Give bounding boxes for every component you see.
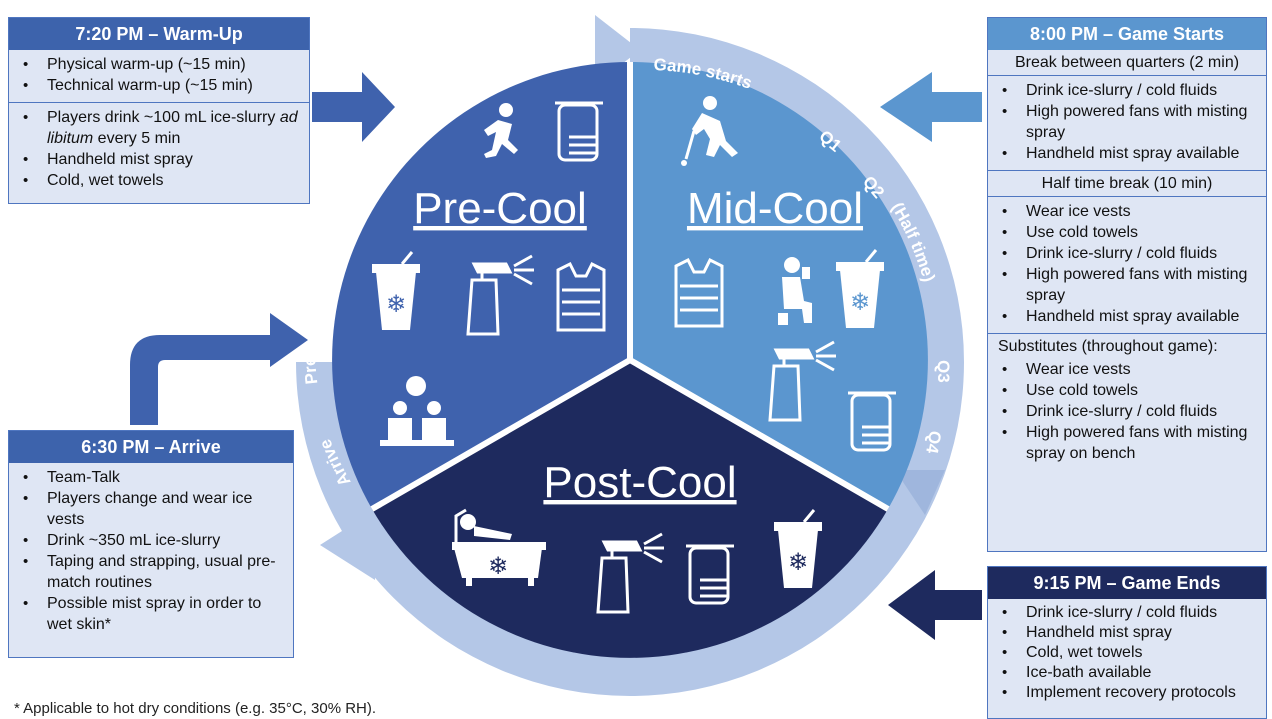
arrive-title: 6:30 PM – Arrive — [9, 431, 293, 463]
substitutes-list: Wear ice vests Use cold towels Drink ice… — [988, 359, 1266, 470]
game-ends-list: Drink ice-slurry / cold fluids Handheld … — [988, 599, 1266, 709]
hockey-player-icon — [681, 96, 738, 166]
svg-text:❄: ❄ — [788, 548, 808, 576]
team-talk-icon — [380, 376, 454, 446]
list-item: Wear ice vests — [988, 201, 1260, 222]
spray-bottle-icon — [596, 532, 664, 614]
cup-icon: ❄ — [836, 249, 884, 328]
game-starts-box: 8:00 PM – Game Starts Break between quar… — [987, 17, 1267, 552]
list-item: Handheld mist spray available — [988, 143, 1260, 164]
list-item: Use cold towels — [988, 222, 1260, 243]
half-time-list: Wear ice vests Use cold towels Drink ice… — [988, 197, 1266, 333]
ring-arrow-right — [895, 470, 945, 515]
spray-bottle-icon — [466, 254, 534, 336]
game-ends-title: 9:15 PM – Game Ends — [988, 567, 1266, 599]
cup-icon: ❄ — [774, 509, 822, 588]
list-item: Physical warm-up (~15 min) — [9, 54, 303, 75]
towel-icon — [848, 391, 896, 452]
drinking-person-icon — [778, 257, 812, 325]
ring-label-pre-cool-left: Pre-cool — [300, 314, 321, 385]
list-item: Taping and strapping, usual pre-match ro… — [9, 551, 287, 593]
post-cool-sector — [372, 360, 888, 658]
post-cool-label: Post-Cool — [543, 458, 736, 507]
half-time-heading: Half time break (10 min) — [988, 171, 1266, 196]
towel-icon — [555, 101, 603, 162]
warm-up-box: 7:20 PM – Warm-Up Physical warm-up (~15 … — [8, 17, 310, 204]
list-item: High powered fans with misting spray on … — [988, 422, 1260, 464]
warm-up-list-b: Players drink ~100 mL ice-slurry ad libi… — [9, 103, 309, 197]
svg-text:❄: ❄ — [488, 552, 508, 580]
mid-cool-label: Mid-Cool — [687, 184, 863, 233]
ring-label-q3: Q3 — [934, 360, 953, 383]
ice-vest-icon — [674, 257, 724, 328]
list-item: Ice-bath available — [988, 663, 1260, 683]
ice-vest-icon — [556, 261, 606, 332]
quarters-break-list: Drink ice-slurry / cold fluids High powe… — [988, 76, 1266, 170]
svg-text:❄: ❄ — [386, 290, 406, 318]
list-item: Drink ice-slurry / cold fluids — [988, 603, 1260, 623]
list-item: Handheld mist spray available — [988, 306, 1260, 327]
pre-cool-sector — [332, 62, 630, 509]
arrow-arrive-to-pre-cool — [130, 313, 308, 425]
game-ends-box: 9:15 PM – Game Ends Drink ice-slurry / c… — [987, 566, 1267, 719]
list-item: High powered fans with misting spray — [988, 264, 1260, 306]
svg-text:❄: ❄ — [850, 288, 870, 316]
list-item: Cold, wet towels — [988, 643, 1260, 663]
ring-label-q4: Q4 — [922, 429, 945, 455]
list-item: High powered fans with misting spray — [988, 101, 1260, 143]
warm-up-title: 7:20 PM – Warm-Up — [9, 18, 309, 50]
list-item: Drink ~350 mL ice-slurry — [9, 530, 287, 551]
list-item: Players change and wear ice vests — [9, 488, 287, 530]
ring-arrow-left — [320, 510, 375, 580]
list-item: Implement recovery protocols — [988, 683, 1260, 703]
arrow-game-starts-to-mid-cool — [880, 72, 982, 142]
arrow-warm-up-to-pre-cool — [312, 72, 395, 142]
list-item: Team-Talk — [9, 467, 287, 488]
pre-cool-label: Pre-Cool — [413, 184, 587, 233]
quarters-break-heading: Break between quarters (2 min) — [988, 50, 1266, 75]
cup-icon: ❄ — [372, 251, 420, 330]
list-item: Handheld mist spray — [988, 623, 1260, 643]
list-item: Technical warm-up (~15 min) — [9, 75, 303, 96]
ice-bath-icon: ❄ — [452, 508, 546, 586]
arrive-box: 6:30 PM – Arrive Team-Talk Players chang… — [8, 430, 294, 658]
substitutes-heading: Substitutes (throughout game): — [988, 334, 1266, 359]
arrow-game-ends-to-post-cool — [888, 570, 982, 640]
list-item: Drink ice-slurry / cold fluids — [988, 401, 1260, 422]
list-item: Handheld mist spray — [9, 149, 303, 170]
footnote: * Applicable to hot dry conditions (e.g.… — [14, 700, 377, 717]
towel-icon — [686, 544, 734, 605]
list-item: Drink ice-slurry / cold fluids — [988, 243, 1260, 264]
game-starts-title: 8:00 PM – Game Starts — [988, 18, 1266, 50]
list-item: Wear ice vests — [988, 359, 1260, 380]
list-item: Cold, wet towels — [9, 170, 303, 191]
spray-bottle-icon — [768, 340, 836, 422]
warm-up-list-a: Physical warm-up (~15 min) Technical war… — [9, 50, 309, 102]
list-item: Possible mist spray in order to wet skin… — [9, 593, 287, 635]
list-item: Use cold towels — [988, 380, 1260, 401]
list-item: Drink ice-slurry / cold fluids — [988, 80, 1260, 101]
arrive-list: Team-Talk Players change and wear ice ve… — [9, 463, 293, 641]
list-item: Players drink ~100 mL ice-slurry ad libi… — [9, 107, 303, 149]
runner-icon — [484, 103, 518, 158]
